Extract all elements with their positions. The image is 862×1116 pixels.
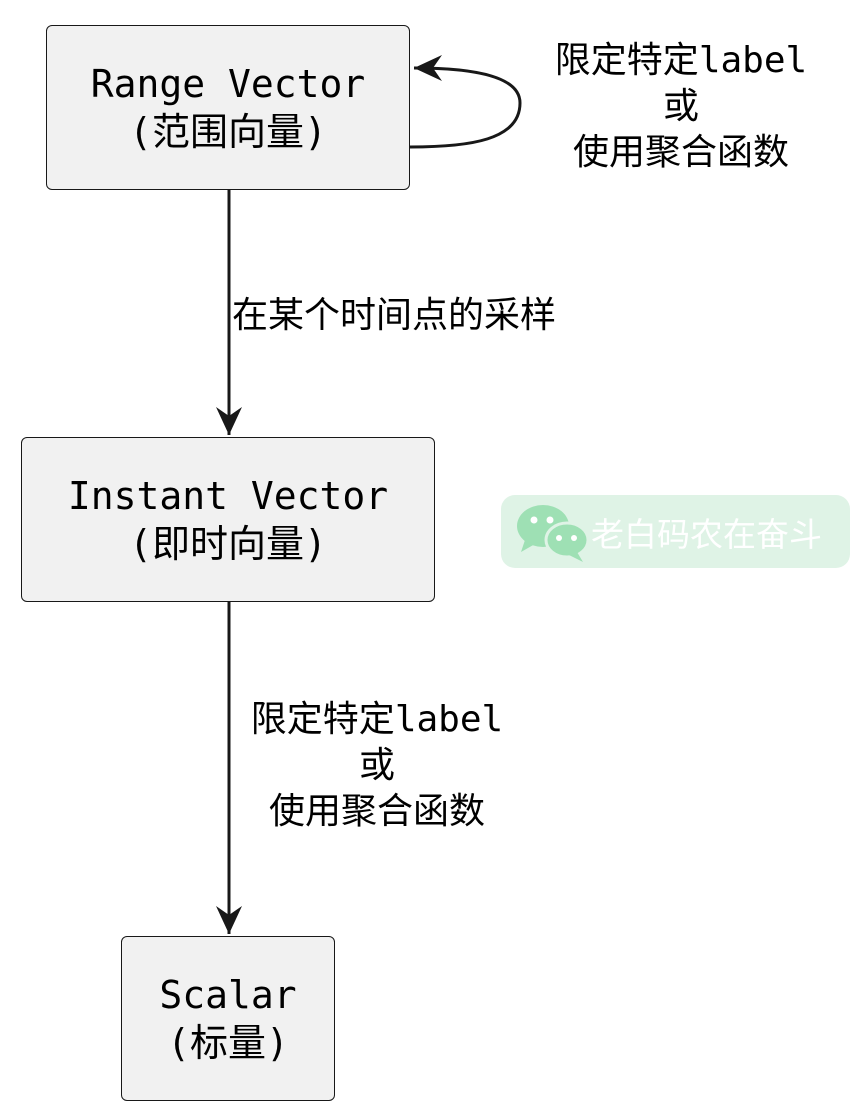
node-scalar-subtitle: (标量) bbox=[167, 1020, 289, 1065]
node-range-vector: Range Vector (范围向量) bbox=[46, 25, 410, 190]
watermark-text: 老白码农在奋斗 bbox=[591, 514, 822, 554]
edge-range-self-loop bbox=[409, 55, 522, 149]
node-instant-vector: Instant Vector (即时向量) bbox=[21, 437, 435, 602]
edge-label-range-self-prefix: 限定特定 bbox=[554, 40, 699, 81]
wechat-icon bbox=[517, 504, 590, 562]
watermark: 老白码农在奋斗 bbox=[501, 495, 850, 568]
node-scalar: Scalar (标量) bbox=[121, 936, 335, 1101]
edge-label-scalar-line3: 使用聚合函数 bbox=[268, 791, 485, 832]
edge-label-range-self-line2: 或 bbox=[662, 86, 699, 127]
node-range-subtitle: (范围向量) bbox=[129, 109, 327, 154]
edge-label-scalar-mono: label bbox=[394, 699, 504, 740]
edge-label-range-self-mono: label bbox=[698, 40, 808, 81]
edge-label-sample-text: 在某个时间点的采样 bbox=[232, 295, 557, 336]
edge-label-range-self-line3: 使用聚合函数 bbox=[572, 132, 789, 173]
node-range-title: Range Vector bbox=[90, 61, 366, 106]
edge-label-range-self: 限定特定label 或 使用聚合函数 bbox=[536, 38, 826, 176]
edge-label-scalar-prefix: 限定特定 bbox=[250, 699, 395, 740]
node-instant-subtitle: (即时向量) bbox=[129, 521, 327, 566]
node-scalar-title: Scalar bbox=[159, 972, 297, 1017]
edge-label-range-self-line1: 限定特定label bbox=[536, 38, 826, 84]
edge-label-range-to-instant: 在某个时间点的采样 bbox=[232, 293, 602, 339]
edge-label-scalar-line2: 或 bbox=[358, 745, 395, 786]
edge-label-instant-to-scalar: 限定特定label 或 使用聚合函数 bbox=[232, 697, 522, 835]
node-instant-title: Instant Vector bbox=[67, 473, 389, 518]
edge-label-scalar-line1: 限定特定label bbox=[232, 697, 522, 743]
